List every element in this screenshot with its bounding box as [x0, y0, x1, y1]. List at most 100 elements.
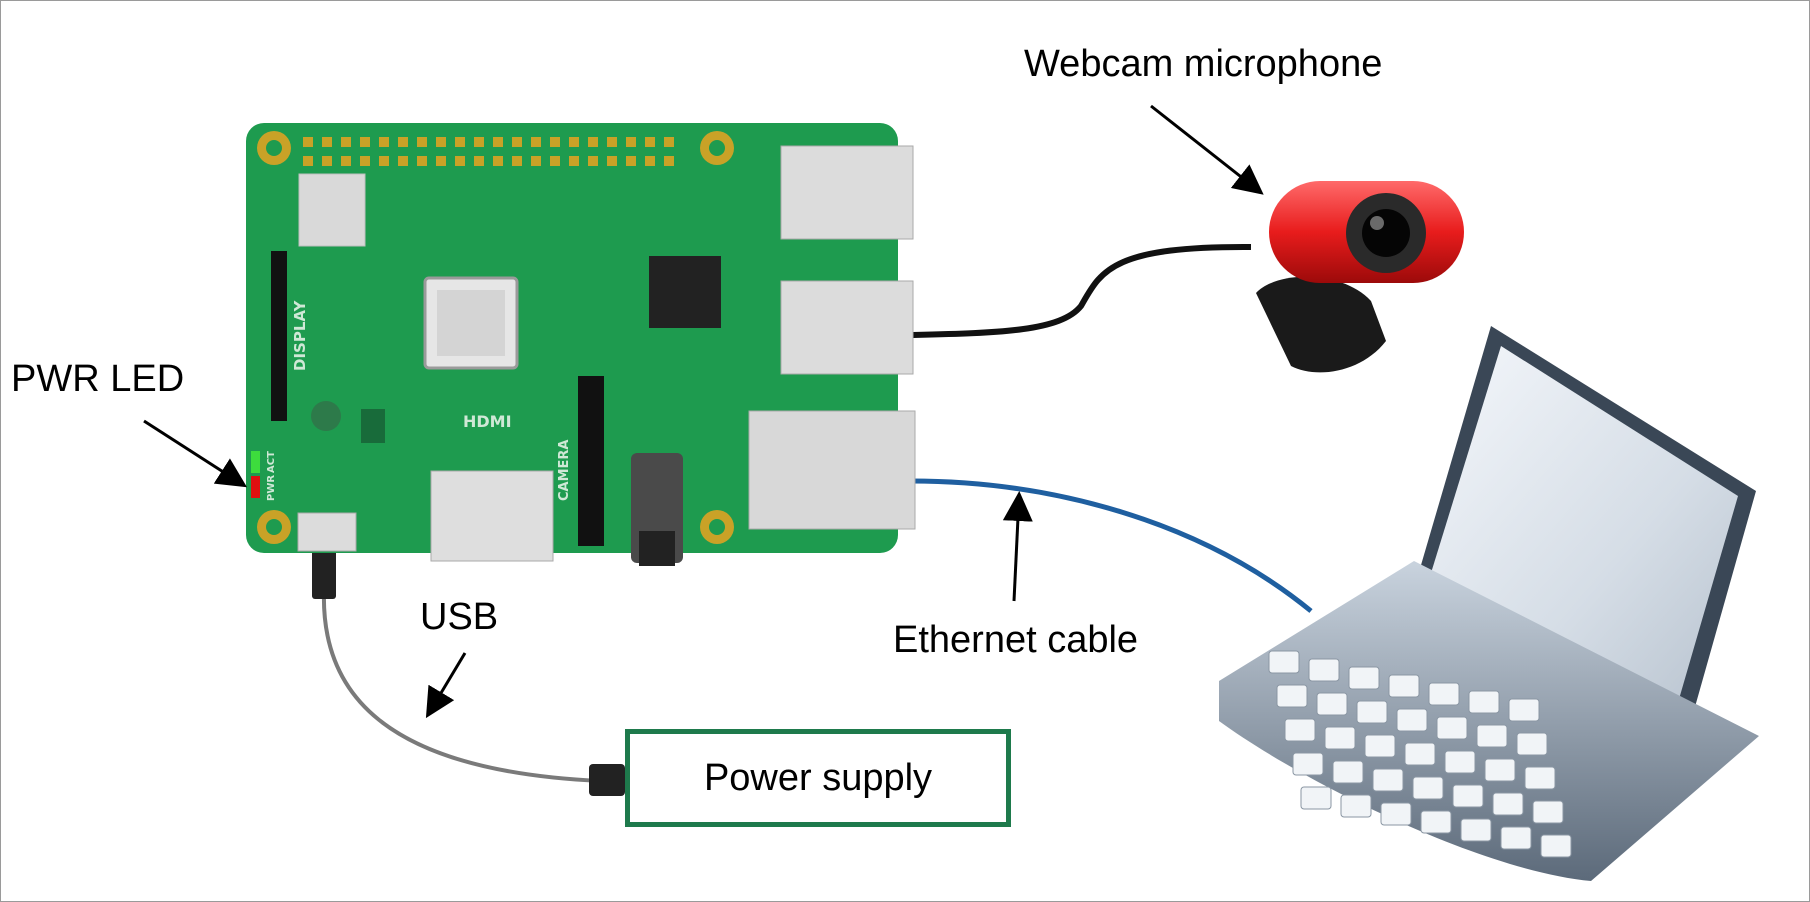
- gpio-pin: [588, 156, 598, 166]
- gpio-pin: [512, 156, 522, 166]
- ethernet-cable: [910, 478, 1313, 613]
- gpio-pin: [360, 156, 370, 166]
- laptop-key: [1372, 768, 1404, 792]
- laptop-key: [1468, 690, 1500, 714]
- laptop-key: [1324, 726, 1356, 750]
- gpio-pin: [664, 156, 674, 166]
- gpio-pin: [664, 137, 674, 147]
- pwr-led: [251, 476, 260, 498]
- laptop-key: [1284, 718, 1316, 742]
- webcam-arrow: [1150, 104, 1264, 195]
- pwr-led-arrow: [143, 419, 248, 488]
- gpio-pin: [569, 137, 579, 147]
- gpio-pin: [474, 137, 484, 147]
- laptop-key: [1340, 794, 1372, 818]
- laptop-key: [1380, 802, 1412, 826]
- gpio-header: [303, 137, 674, 166]
- gpio-pin: [607, 156, 617, 166]
- webcam-cable: [912, 243, 1252, 338]
- laptop-key: [1356, 700, 1388, 724]
- silk-display: DISPLAY: [291, 299, 309, 371]
- gpio-pin: [493, 156, 503, 166]
- ethernet-arrow: [1002, 491, 1033, 602]
- usb-label: USB: [420, 596, 499, 638]
- gpio-pin: [569, 156, 579, 166]
- gpio-pin: [341, 156, 351, 166]
- laptop-key: [1388, 674, 1420, 698]
- laptop-key: [1348, 666, 1380, 690]
- laptop-key: [1444, 750, 1476, 774]
- gpio-pin: [417, 137, 427, 147]
- laptop-key: [1500, 826, 1532, 850]
- laptop-key: [1428, 682, 1460, 706]
- webcam: [1256, 181, 1464, 373]
- gpio-pin: [531, 137, 541, 147]
- pwr-led-label: PWR LED: [11, 358, 185, 400]
- gpio-pin: [379, 137, 389, 147]
- gpio-pin: [436, 156, 446, 166]
- webcam-microphone-label: Webcam microphone: [1024, 43, 1383, 85]
- gpio-pin: [360, 137, 370, 147]
- laptop-key: [1532, 800, 1564, 824]
- laptop-key: [1436, 716, 1468, 740]
- power-supply-box: Power supply: [625, 729, 1011, 827]
- laptop-key: [1300, 786, 1332, 810]
- silk-hdmi: HDMI: [463, 412, 512, 431]
- gpio-pin: [645, 156, 655, 166]
- laptop-key: [1308, 658, 1340, 682]
- laptop-key: [1276, 684, 1308, 708]
- laptop-keyboard: [1268, 650, 1572, 858]
- laptop-key: [1540, 834, 1572, 858]
- usb-plug-board: [312, 549, 336, 599]
- laptop-key: [1420, 810, 1452, 834]
- laptop-key: [1452, 784, 1484, 808]
- gpio-pin: [550, 156, 560, 166]
- gpio-pin: [531, 156, 541, 166]
- laptop-key: [1268, 650, 1300, 674]
- gpio-pin: [303, 137, 313, 147]
- silk-pwr: PWR: [266, 475, 277, 501]
- raspberry-pi-board: DISPLAY HDMI CAMERA ACT PWR: [246, 123, 916, 566]
- gpio-pin: [322, 156, 332, 166]
- power-supply-label: Power supply: [703, 756, 933, 799]
- laptop-key: [1396, 708, 1428, 732]
- gpio-pin: [493, 137, 503, 147]
- ethernet-cable-label: Ethernet cable: [893, 619, 1139, 661]
- gpio-pin: [550, 137, 560, 147]
- gpio-pin: [303, 156, 313, 166]
- gpio-pin: [398, 137, 408, 147]
- gpio-pin: [626, 156, 636, 166]
- gpio-pin: [417, 156, 427, 166]
- gpio-pin: [474, 156, 484, 166]
- usb-cable: [321, 590, 602, 783]
- laptop-key: [1316, 692, 1348, 716]
- laptop-key: [1508, 698, 1540, 722]
- laptop-key: [1460, 818, 1492, 842]
- laptop-key: [1492, 792, 1524, 816]
- laptop-key: [1292, 752, 1324, 776]
- gpio-pin: [455, 137, 465, 147]
- laptop-key: [1484, 758, 1516, 782]
- laptop-key: [1332, 760, 1364, 784]
- laptop-key: [1476, 724, 1508, 748]
- gpio-pin: [626, 137, 636, 147]
- silk-camera: CAMERA: [557, 440, 572, 502]
- laptop-key: [1516, 732, 1548, 756]
- laptop-key: [1524, 766, 1556, 790]
- laptop: [1219, 326, 1759, 881]
- gpio-pin: [607, 137, 617, 147]
- laptop-key: [1412, 776, 1444, 800]
- gpio-pin: [341, 137, 351, 147]
- gpio-pin: [398, 156, 408, 166]
- gpio-pin: [379, 156, 389, 166]
- gpio-pin: [645, 137, 655, 147]
- gpio-pin: [512, 137, 522, 147]
- act-led: [251, 451, 260, 473]
- gpio-pin: [436, 137, 446, 147]
- laptop-key: [1364, 734, 1396, 758]
- laptop-key: [1404, 742, 1436, 766]
- usb-arrow: [425, 652, 467, 719]
- gpio-pin: [455, 156, 465, 166]
